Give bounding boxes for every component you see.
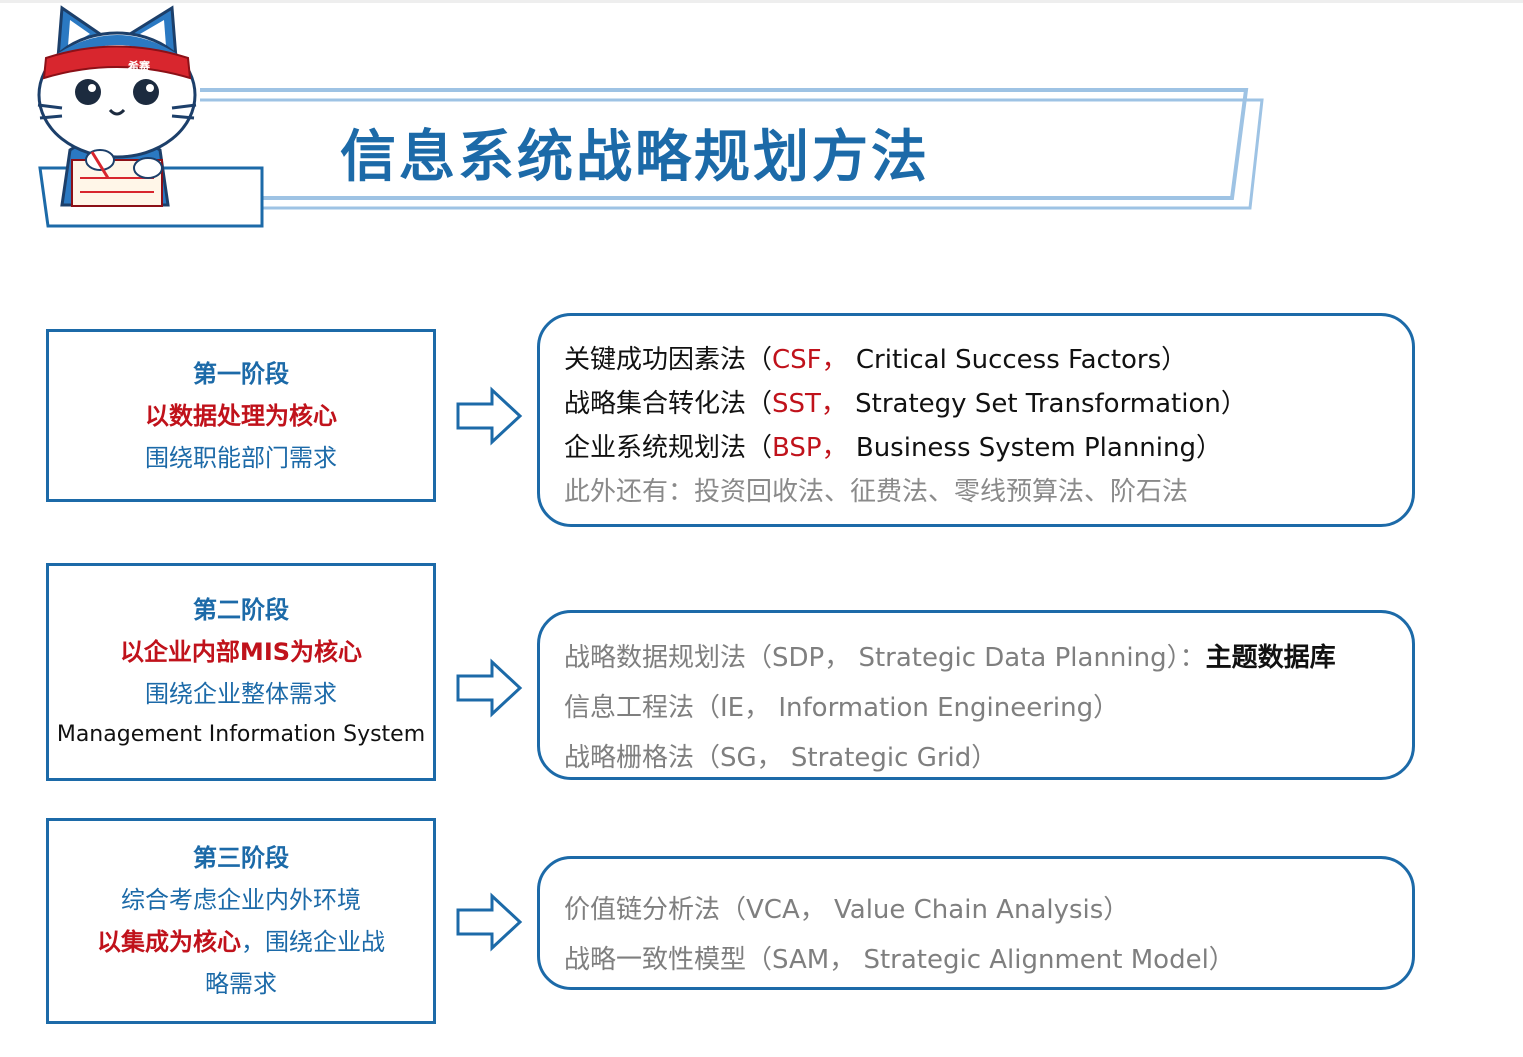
method-extra: 此外还有：投资回收法、征费法、零线预算法、阶石法 (564, 477, 1189, 507)
method-sam: 战略一致性模型（SAM， Strategic Alignment Model） (564, 945, 1235, 975)
method-full: Strategy Set Transformation） (846, 389, 1247, 419)
method-abbr: SST， (772, 389, 847, 419)
methods-panel-1: 关键成功因素法（CSF， Critical Success Factors） 战… (537, 313, 1415, 527)
mascot-headband-text: 希赛 (128, 60, 150, 73)
method-full: Business System Planning） (847, 433, 1222, 463)
method-bsp: 企业系统规划法（BSP， Business System Planning） (564, 426, 1412, 470)
method-sst: 战略集合转化法（SST， Strategy Set Transformation… (564, 382, 1412, 426)
arrow-right-icon (456, 658, 523, 718)
stage-box-3: 第三阶段 综合考虑企业内外环境 以集成为核心，围绕企业战 略需求 (46, 818, 436, 1024)
title-banner: 希赛 信息系统战略规划方法 (0, 0, 1523, 250)
method-csf: 关键成功因素法（CSF， Critical Success Factors） (564, 338, 1412, 382)
method-sdp: 战略数据规划法（SDP， Strategic Data Planning）：主题… (564, 633, 1412, 683)
method-abbr: BSP， (772, 433, 848, 463)
stage-1-scope: 围绕职能部门需求 (145, 443, 337, 472)
method-suffix: 主题数据库 (1205, 643, 1336, 673)
methods-panel-2: 战略数据规划法（SDP， Strategic Data Planning）：主题… (537, 610, 1415, 780)
page-title: 信息系统战略规划方法 (340, 125, 930, 190)
stage-2-note: Management Information System (56, 722, 426, 747)
stage-box-1: 第一阶段 以数据处理为核心 围绕职能部门需求 (46, 329, 436, 502)
method-vca: 价值链分析法（VCA， Value Chain Analysis） (564, 895, 1130, 925)
stage-1-focus: 以数据处理为核心 (145, 401, 337, 430)
methods-panel-3: 价值链分析法（VCA， Value Chain Analysis） 战略一致性模… (537, 856, 1415, 990)
stage-3-scope-part2: 略需求 (205, 970, 277, 998)
method-text: 战略数据规划法（SDP， Strategic Data Planning）： (564, 643, 1206, 673)
stage-1-name: 第一阶段 (193, 359, 289, 388)
stage-2-scope: 围绕企业整体需求 (145, 680, 337, 708)
cat-mascot-icon (37, 5, 197, 207)
method-name: 企业系统规划法（ (564, 433, 773, 463)
method-name: 关键成功因素法（ (564, 345, 773, 375)
method-ie: 信息工程法（IE， Information Engineering） (564, 693, 1120, 723)
top-divider (0, 0, 1523, 3)
stage-3-consider: 综合考虑企业内外环境 (121, 886, 361, 914)
arrow-right-icon (456, 892, 523, 952)
stage-box-2: 第二阶段 以企业内部MIS为核心 围绕企业整体需求 Management Inf… (46, 563, 436, 781)
method-abbr: CSF， (772, 345, 848, 375)
stage-3-scope-part1: ，围绕企业战 (241, 928, 385, 956)
stage-2-name: 第二阶段 (193, 596, 289, 624)
arrow-right-icon (456, 386, 523, 446)
stage-3-focus: 以集成为核心 (97, 928, 241, 956)
method-full: Critical Success Factors） (847, 345, 1188, 375)
method-sg: 战略栅格法（SG， Strategic Grid） (564, 743, 998, 773)
stage-3-name: 第三阶段 (193, 844, 289, 872)
stage-2-focus: 以企业内部MIS为核心 (119, 638, 363, 666)
method-name: 战略集合转化法（ (564, 389, 773, 419)
stage-3-focus-line: 以集成为核心，围绕企业战 (97, 921, 385, 963)
